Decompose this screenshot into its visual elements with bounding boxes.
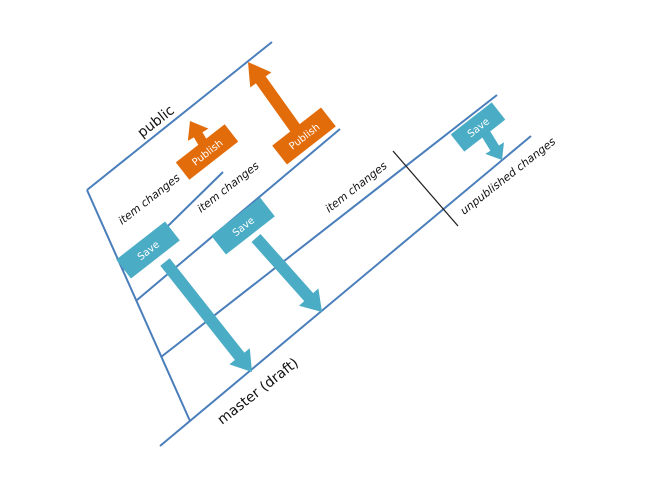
publish-button-1-box	[175, 124, 239, 180]
divider-line	[392, 150, 459, 227]
save-arrow-down-icon	[481, 131, 505, 160]
publish-button-1[interactable]: Publish	[175, 124, 239, 180]
trunk-line	[86, 189, 191, 422]
item-branch-line-3	[160, 94, 498, 358]
save-arrow-down-icon	[251, 234, 322, 312]
save-button-1[interactable]: Save	[116, 221, 180, 279]
item-changes-label-1: item changes	[116, 171, 183, 227]
save-arrow-down-icon	[160, 258, 252, 372]
master-branch-line	[159, 135, 532, 447]
publish-button-2-box	[272, 107, 336, 165]
save-button-3[interactable]: Save	[450, 102, 506, 152]
unpublished-changes-label: unpublished changes	[458, 135, 559, 218]
save-button-2-box	[211, 197, 275, 255]
save-button-2[interactable]: Save	[211, 197, 275, 255]
save-button-1-box	[116, 221, 180, 279]
master-label: master (draft)	[215, 355, 302, 428]
public-branch-line	[86, 41, 273, 191]
publish-arrow-up-icon	[248, 62, 303, 136]
save-button-3-box	[450, 102, 506, 152]
